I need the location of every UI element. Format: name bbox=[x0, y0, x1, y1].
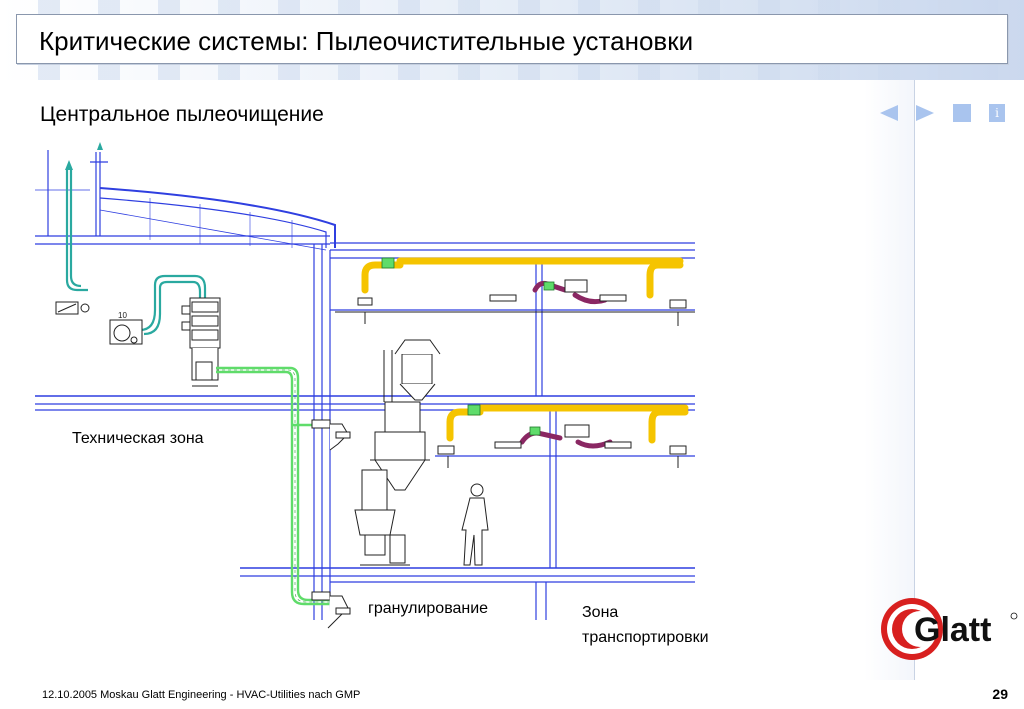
transport-zone-label: Зона транспортировки bbox=[582, 600, 709, 650]
arrow-right-icon bbox=[916, 105, 934, 121]
exhaust-air-line bbox=[65, 170, 207, 336]
central-dust-collector bbox=[181, 297, 221, 387]
footer-text: 12.10.2005 Moskau Glatt Engineering - HV… bbox=[42, 689, 361, 701]
page-number: 29 bbox=[992, 686, 1008, 702]
transport-zone-label-line1: Зона bbox=[582, 604, 619, 621]
upper-dust-duct-yellow bbox=[361, 257, 684, 299]
granulator-tower bbox=[354, 339, 441, 566]
purple-dust-duct bbox=[519, 280, 613, 449]
flow-arrows bbox=[364, 312, 679, 468]
title-box: Критические системы: Пылеочистительные у… bbox=[16, 14, 1008, 64]
lower-dust-duct-yellow bbox=[446, 404, 689, 444]
svg-text:10: 10 bbox=[118, 311, 127, 320]
home-slide-button[interactable] bbox=[953, 104, 971, 122]
transport-zone-label-line2: транспортировки bbox=[582, 629, 709, 646]
terminal-units bbox=[335, 279, 695, 455]
next-slide-button[interactable] bbox=[914, 104, 936, 124]
operator-figure bbox=[461, 483, 489, 566]
glatt-logo: Glatt bbox=[874, 596, 1019, 667]
arrow-left-icon bbox=[880, 105, 898, 121]
info-icon: i bbox=[995, 106, 999, 120]
slide-title: Критические системы: Пылеочистительные у… bbox=[39, 26, 694, 56]
dust-collection-diagram: 10 bbox=[35, 142, 695, 629]
granulation-label: гранулирование bbox=[368, 600, 489, 618]
monitor-unit: 10 bbox=[55, 301, 143, 345]
info-button[interactable]: i bbox=[989, 104, 1005, 122]
granulation-hoods bbox=[311, 419, 351, 629]
valve-markers bbox=[381, 257, 555, 436]
right-side-panel bbox=[864, 80, 915, 680]
previous-slide-button[interactable] bbox=[878, 104, 900, 124]
svg-text:Glatt: Glatt bbox=[914, 611, 991, 649]
technical-zone-label: Техническая зона bbox=[72, 430, 204, 448]
slide-subtitle: Центральное пылеочищение bbox=[40, 103, 324, 126]
